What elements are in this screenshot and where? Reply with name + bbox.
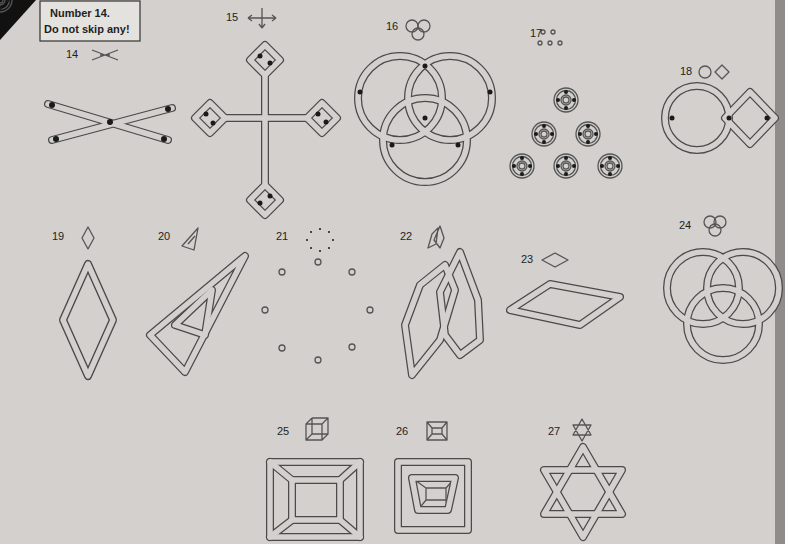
figure-24 [667, 216, 779, 360]
figure-number: 26 [396, 425, 408, 438]
figure-number: 25 [277, 425, 289, 438]
figure-number: 16 [386, 20, 398, 33]
figure-number: 17 [530, 27, 542, 40]
figure-21 [262, 228, 373, 363]
figure-number: 14 [66, 48, 78, 61]
figure-number: 22 [400, 230, 412, 243]
figure-17 [0, 0, 622, 178]
figure-number: 18 [680, 65, 692, 78]
figure-22 [405, 226, 480, 375]
figure-14 [48, 50, 172, 142]
figure-16 [358, 20, 493, 182]
figure-15 [195, 8, 337, 215]
figure-number: 23 [521, 253, 533, 266]
figure-number: 15 [226, 11, 238, 24]
figure-20 [150, 228, 245, 372]
figure-number: 20 [158, 230, 170, 243]
instruction-box [40, 1, 140, 41]
figure-number: 21 [276, 230, 288, 243]
figure-23 [510, 253, 620, 325]
dark-corner [0, 0, 36, 40]
figure-25 [270, 418, 360, 537]
figure-number: 19 [52, 230, 64, 243]
figure-number: 27 [548, 425, 560, 438]
figure-19 [63, 227, 113, 376]
figure-27 [544, 419, 622, 537]
instruction-text: Number 14. [50, 7, 110, 20]
figure-18 [665, 65, 775, 150]
figure-number: 24 [679, 219, 691, 232]
figure-26 [398, 422, 468, 530]
instruction-text: Do not skip any! [44, 23, 130, 36]
